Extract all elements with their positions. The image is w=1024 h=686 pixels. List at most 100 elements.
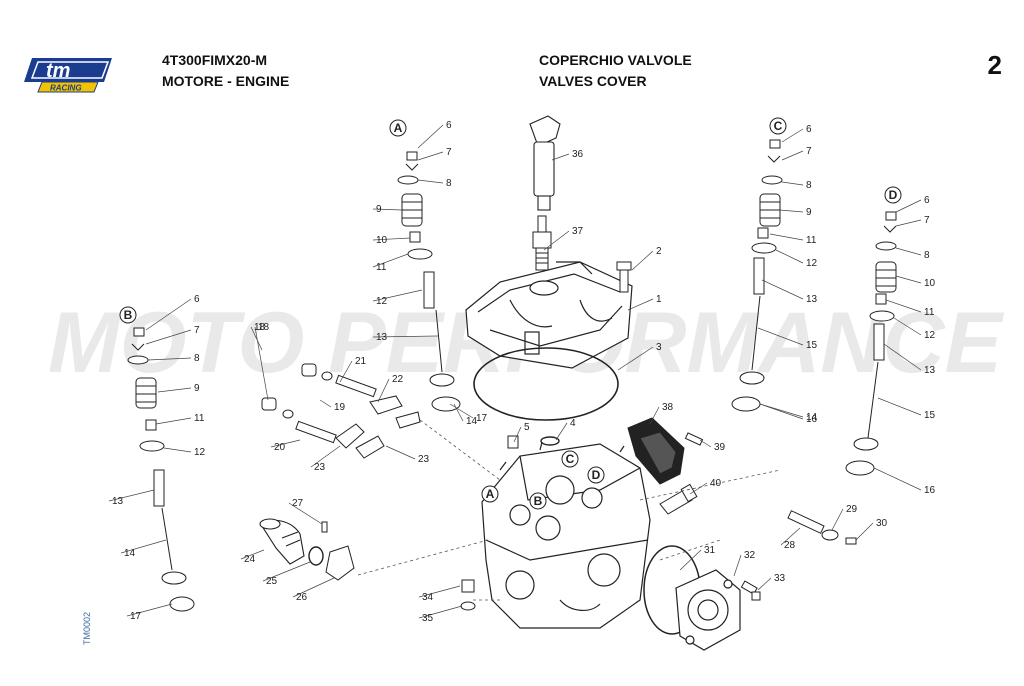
part-number-label: 10 bbox=[376, 235, 388, 246]
leader-line bbox=[240, 549, 265, 560]
leader-line bbox=[779, 209, 804, 213]
drain-washer bbox=[460, 601, 476, 611]
leader-line bbox=[417, 124, 444, 149]
leader-line bbox=[699, 439, 712, 448]
part-number-label: 18 bbox=[254, 322, 266, 333]
group-marker-letter: A bbox=[394, 121, 403, 135]
group-marker-letter: C bbox=[774, 119, 783, 133]
cylinder-head bbox=[481, 441, 651, 629]
leader-line bbox=[163, 447, 192, 453]
part-number-label: 15 bbox=[924, 410, 936, 421]
tm-racing-logo: tm RACING bbox=[24, 58, 112, 93]
part-number-label: 13 bbox=[806, 294, 818, 305]
leader-line bbox=[759, 403, 804, 418]
part-number-label: 15 bbox=[806, 340, 818, 351]
part-number-label: 40 bbox=[710, 478, 722, 489]
part-number-label: 7 bbox=[924, 215, 930, 226]
part-number-label: 16 bbox=[806, 414, 818, 425]
part-number-label: 8 bbox=[446, 178, 452, 189]
leader-line bbox=[757, 327, 804, 346]
part-number-label: 30 bbox=[876, 518, 888, 529]
group-marker-letter: B bbox=[534, 494, 543, 508]
leader-line bbox=[339, 360, 353, 383]
valve-cover bbox=[465, 261, 633, 369]
title-italian: COPERCHIO VALVOLE bbox=[539, 52, 692, 68]
group-marker-circle bbox=[529, 492, 547, 510]
group-marker-circle bbox=[389, 119, 407, 137]
part-number-label: 5 bbox=[524, 422, 530, 433]
part-number-label: 17 bbox=[130, 611, 142, 622]
part-number-label: 12 bbox=[924, 330, 936, 341]
group-marker-letter: D bbox=[592, 468, 601, 482]
leader-line bbox=[543, 230, 570, 251]
part-number-label: 13 bbox=[376, 332, 388, 343]
callout-layer bbox=[108, 124, 922, 619]
part-number-label: 1 bbox=[656, 294, 662, 305]
leader-line bbox=[292, 577, 335, 598]
part-number-label: 7 bbox=[194, 325, 200, 336]
part-number-label: 11 bbox=[376, 262, 387, 273]
group-marker-circle bbox=[587, 466, 605, 484]
pin-assembly bbox=[787, 510, 857, 545]
part-number-label: 12 bbox=[376, 296, 388, 307]
part-number-label: 3 bbox=[656, 342, 662, 353]
intake-elbow bbox=[259, 518, 305, 565]
spark-plug-seal bbox=[540, 436, 560, 446]
logo-subtext: RACING bbox=[50, 84, 82, 93]
part-number-label: 35 bbox=[422, 613, 434, 624]
part-number-label: 33 bbox=[774, 573, 786, 584]
spark-plug bbox=[532, 215, 552, 271]
part-number-label: 16 bbox=[924, 485, 936, 496]
plate-screw bbox=[684, 432, 704, 446]
leader-line bbox=[126, 603, 173, 617]
group-marker-circle bbox=[769, 117, 787, 135]
section-label: MOTORE - ENGINE bbox=[162, 73, 290, 89]
leader-line bbox=[372, 289, 423, 302]
part-number-label: 26 bbox=[296, 592, 308, 603]
leader-line bbox=[377, 378, 390, 403]
cam-sensor-plate bbox=[627, 417, 685, 485]
valve-train-b bbox=[127, 327, 195, 612]
part-number-label: 14 bbox=[806, 412, 818, 423]
leader-line bbox=[157, 387, 192, 393]
leader-line bbox=[310, 445, 341, 468]
part-number-label: 8 bbox=[194, 353, 200, 364]
leader-line bbox=[418, 605, 463, 619]
leader-line bbox=[689, 482, 708, 495]
leader-line bbox=[769, 233, 804, 241]
intake-screw bbox=[321, 521, 328, 533]
part-number-label: 25 bbox=[266, 576, 278, 587]
part-number-label: 29 bbox=[846, 504, 858, 515]
part-number-label: 8 bbox=[924, 250, 930, 261]
part-number-label: 39 bbox=[714, 442, 726, 453]
drain-plug bbox=[461, 579, 475, 593]
leader-line bbox=[372, 253, 409, 268]
part-number-label: 11 bbox=[194, 413, 205, 424]
title-english: VALVES COVER bbox=[539, 73, 647, 89]
leader-line bbox=[372, 237, 411, 241]
ignition-coil bbox=[529, 115, 561, 211]
part-number-label: 37 bbox=[572, 226, 584, 237]
leader-line bbox=[781, 128, 804, 143]
part-number-label: 36 bbox=[572, 149, 584, 160]
part-number-label: 24 bbox=[244, 554, 256, 565]
leader-line bbox=[513, 426, 522, 443]
logo-text: tm bbox=[46, 60, 70, 82]
part-number-label: 14 bbox=[466, 416, 478, 427]
part-number-label: 10 bbox=[924, 278, 936, 289]
group-marker-circle bbox=[884, 186, 902, 204]
leader-line bbox=[270, 439, 301, 448]
leader-line bbox=[417, 151, 444, 161]
part-number-label: 17 bbox=[476, 413, 488, 424]
leader-line bbox=[757, 577, 772, 591]
rocker-arm-group bbox=[261, 363, 421, 459]
intake-flange bbox=[325, 545, 355, 581]
group-marker-letter: C bbox=[566, 452, 575, 466]
leader-line bbox=[449, 403, 474, 419]
part-number-label: 13 bbox=[924, 365, 936, 376]
leader-line bbox=[262, 561, 311, 582]
part-number-label: 21 bbox=[355, 356, 367, 367]
part-number-label: 2 bbox=[656, 246, 662, 257]
part-number-label: 11 bbox=[806, 235, 817, 246]
leader-line bbox=[120, 539, 167, 554]
